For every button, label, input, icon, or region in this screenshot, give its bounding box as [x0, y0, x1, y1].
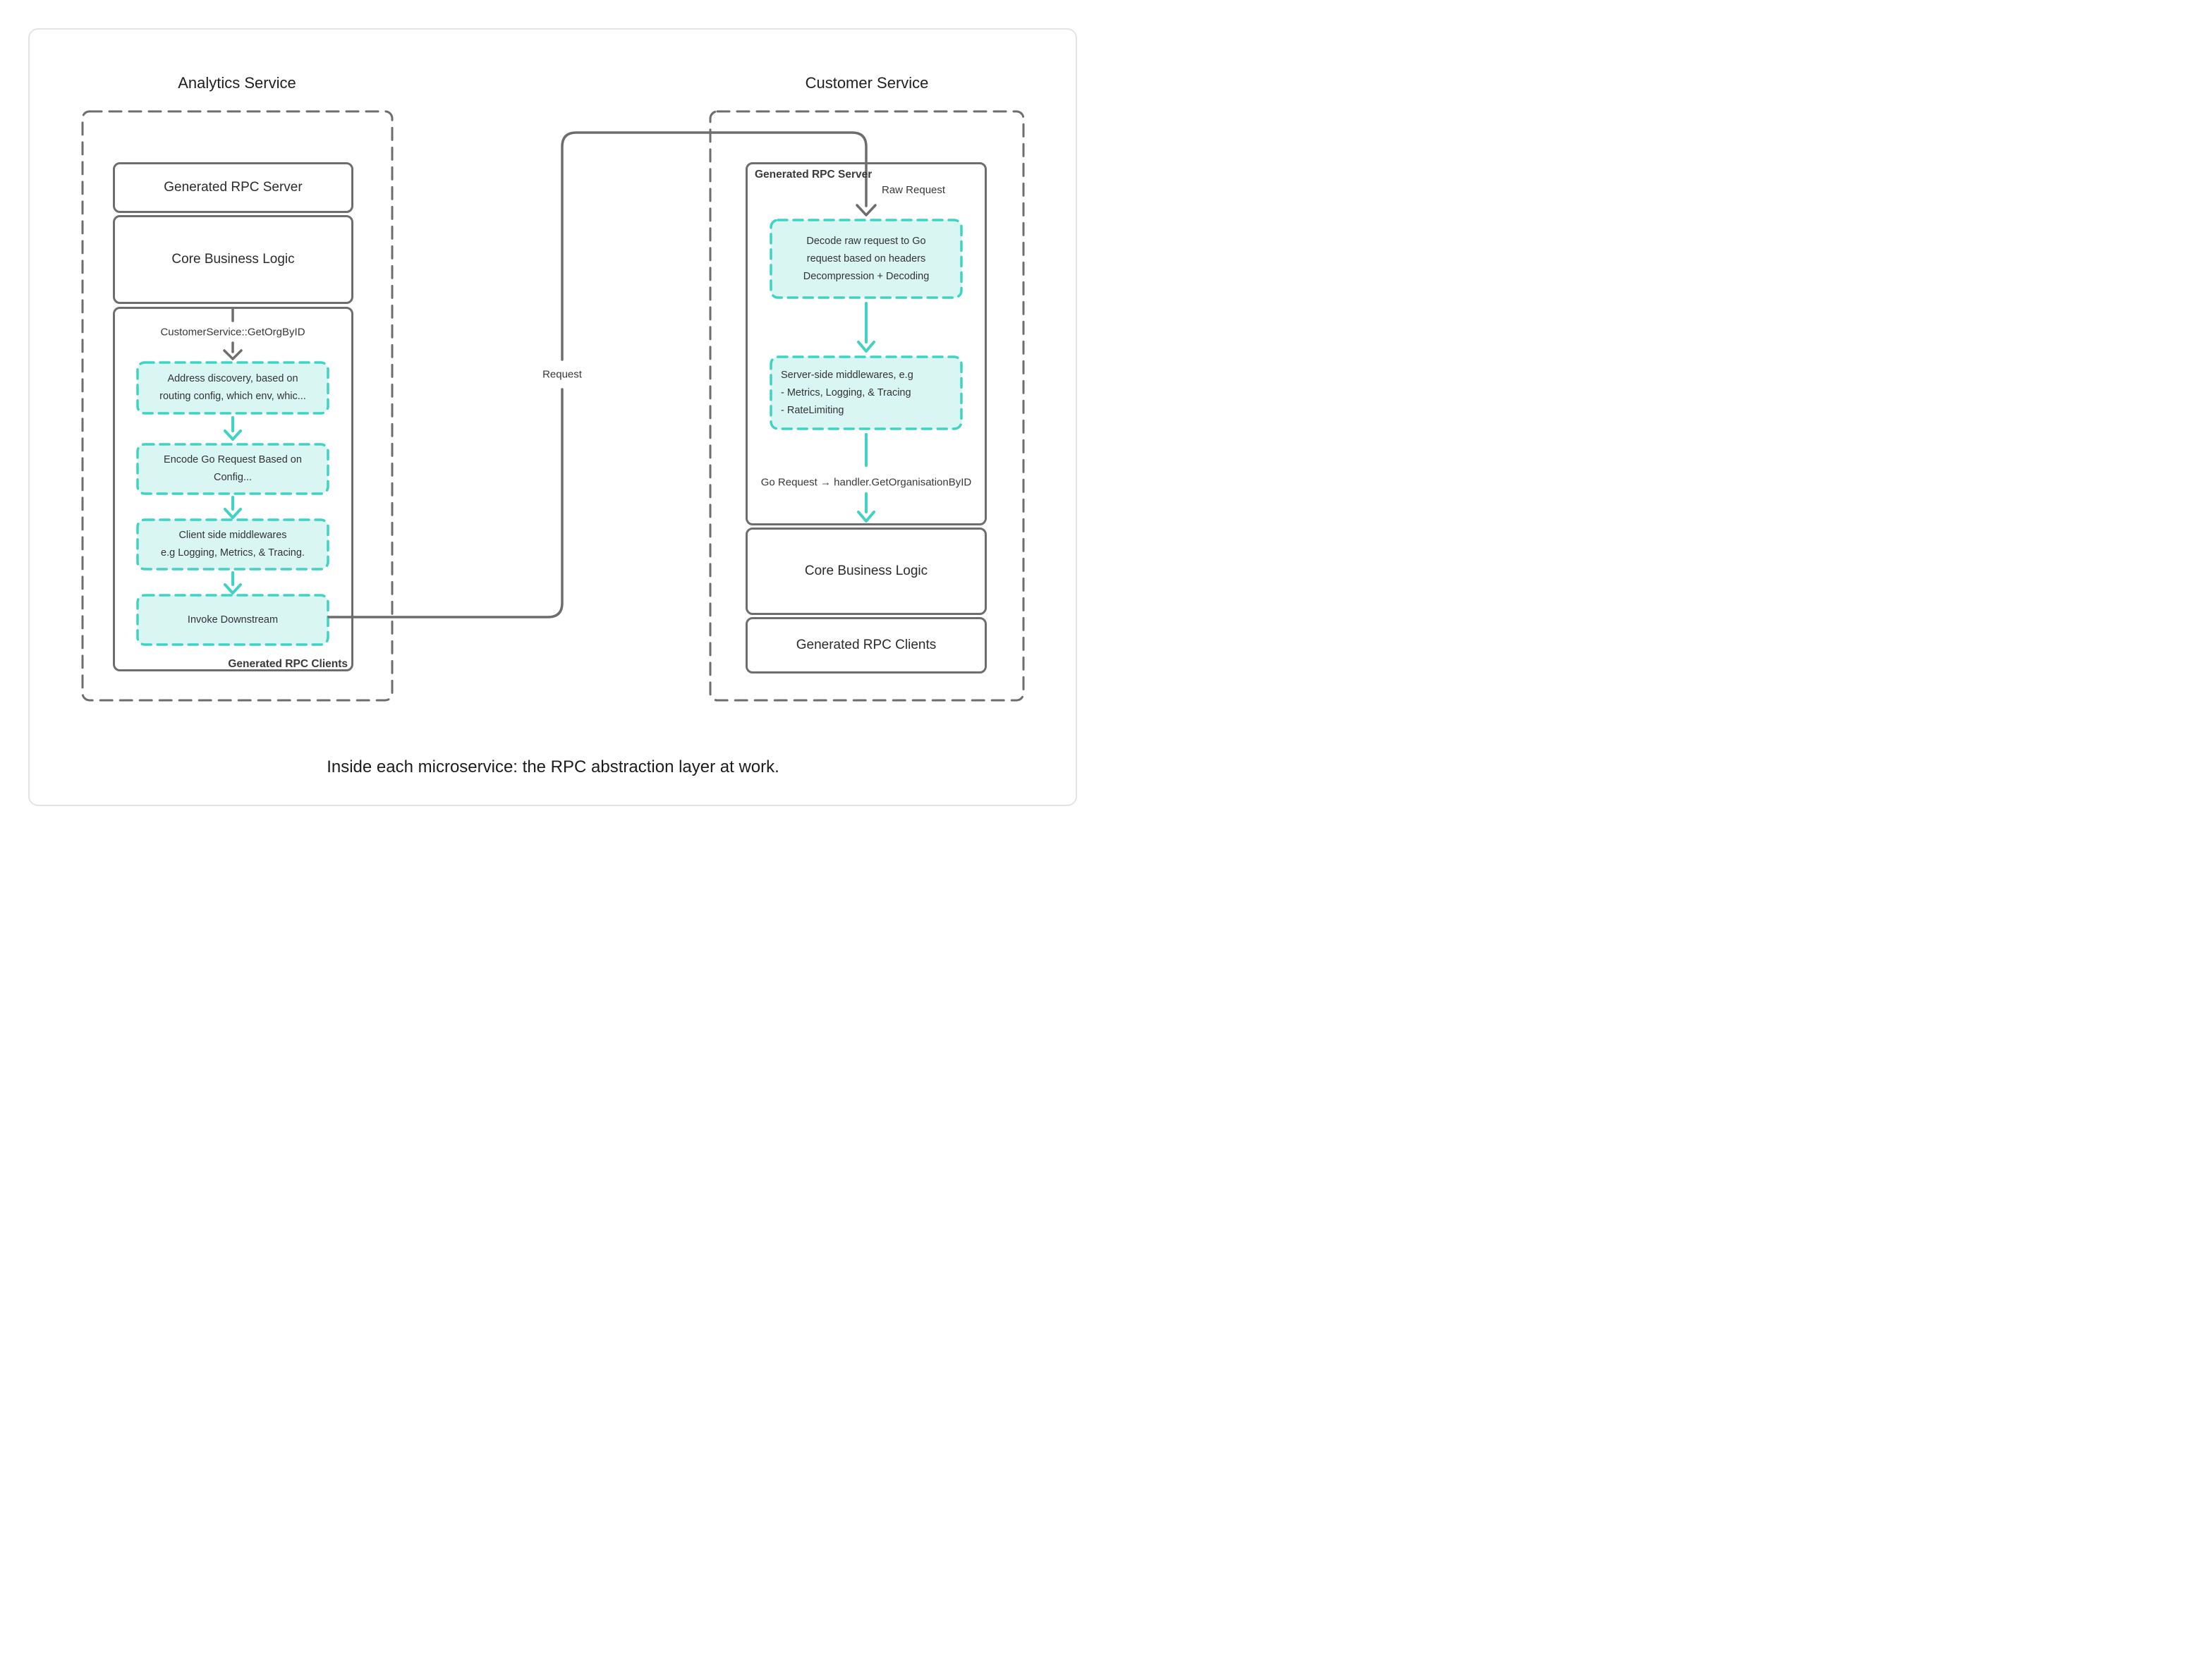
- step-line: routing config, which env, whic...: [159, 391, 306, 402]
- step-line: Client side middlewares: [178, 530, 287, 541]
- diagram-stage: Generated RPC Server Core Business Logic…: [0, 0, 1106, 835]
- step-line: Decode raw request to Go: [806, 235, 926, 247]
- analytics-core-logic-box: Core Business Logic: [113, 215, 353, 304]
- step-server-middlewares: Server-side middlewares, e.g - Metrics, …: [771, 357, 961, 429]
- analytics-rpc-clients-footer: Generated RPC Clients: [228, 658, 348, 670]
- handler-dispatch-label: Go Request → handler.GetOrganisationByID: [760, 476, 972, 489]
- step-line: Config...: [214, 472, 252, 483]
- customer-service-title: Customer Service: [805, 74, 929, 92]
- call-method-label: CustomerService::GetOrgByID: [160, 326, 305, 339]
- customer-core-logic-label: Core Business Logic: [804, 563, 928, 578]
- step-line: Address discovery, based on: [167, 373, 298, 384]
- step-line: Decompression + Decoding: [803, 270, 930, 282]
- step-line: e.g Logging, Metrics, & Tracing.: [161, 547, 305, 559]
- step-address-discovery: Address discovery, based on routing conf…: [138, 362, 328, 413]
- analytics-rpc-server-label: Generated RPC Server: [164, 180, 303, 195]
- step-line: request based on headers: [806, 252, 926, 264]
- step-decode-request: Decode raw request to Go request based o…: [771, 220, 961, 298]
- step-line: - Metrics, Logging, & Tracing: [781, 386, 911, 398]
- customer-rpc-clients-box: Generated RPC Clients: [746, 617, 987, 674]
- request-label: Request: [542, 368, 582, 381]
- analytics-service-title: Analytics Service: [178, 74, 296, 92]
- step-invoke-downstream: Invoke Downstream: [138, 595, 328, 645]
- customer-core-logic-box: Core Business Logic: [746, 528, 987, 615]
- customer-rpc-server-header: Generated RPC Server: [755, 169, 873, 181]
- analytics-rpc-server-box: Generated RPC Server: [113, 162, 353, 213]
- step-line: Server-side middlewares, e.g: [781, 369, 913, 381]
- raw-request-label: Raw Request: [882, 184, 946, 196]
- diagram-caption: Inside each microservice: the RPC abstra…: [327, 757, 779, 776]
- step-line: - RateLimiting: [781, 404, 844, 416]
- step-encode-request: Encode Go Request Based on Config...: [138, 444, 328, 494]
- step-client-middlewares: Client side middlewares e.g Logging, Met…: [138, 520, 328, 569]
- customer-rpc-server-box: [746, 162, 987, 525]
- customer-rpc-clients-label: Generated RPC Clients: [796, 638, 937, 652]
- analytics-core-logic-label: Core Business Logic: [171, 252, 295, 267]
- step-line: Invoke Downstream: [187, 614, 279, 626]
- step-line: Encode Go Request Based on: [164, 454, 302, 465]
